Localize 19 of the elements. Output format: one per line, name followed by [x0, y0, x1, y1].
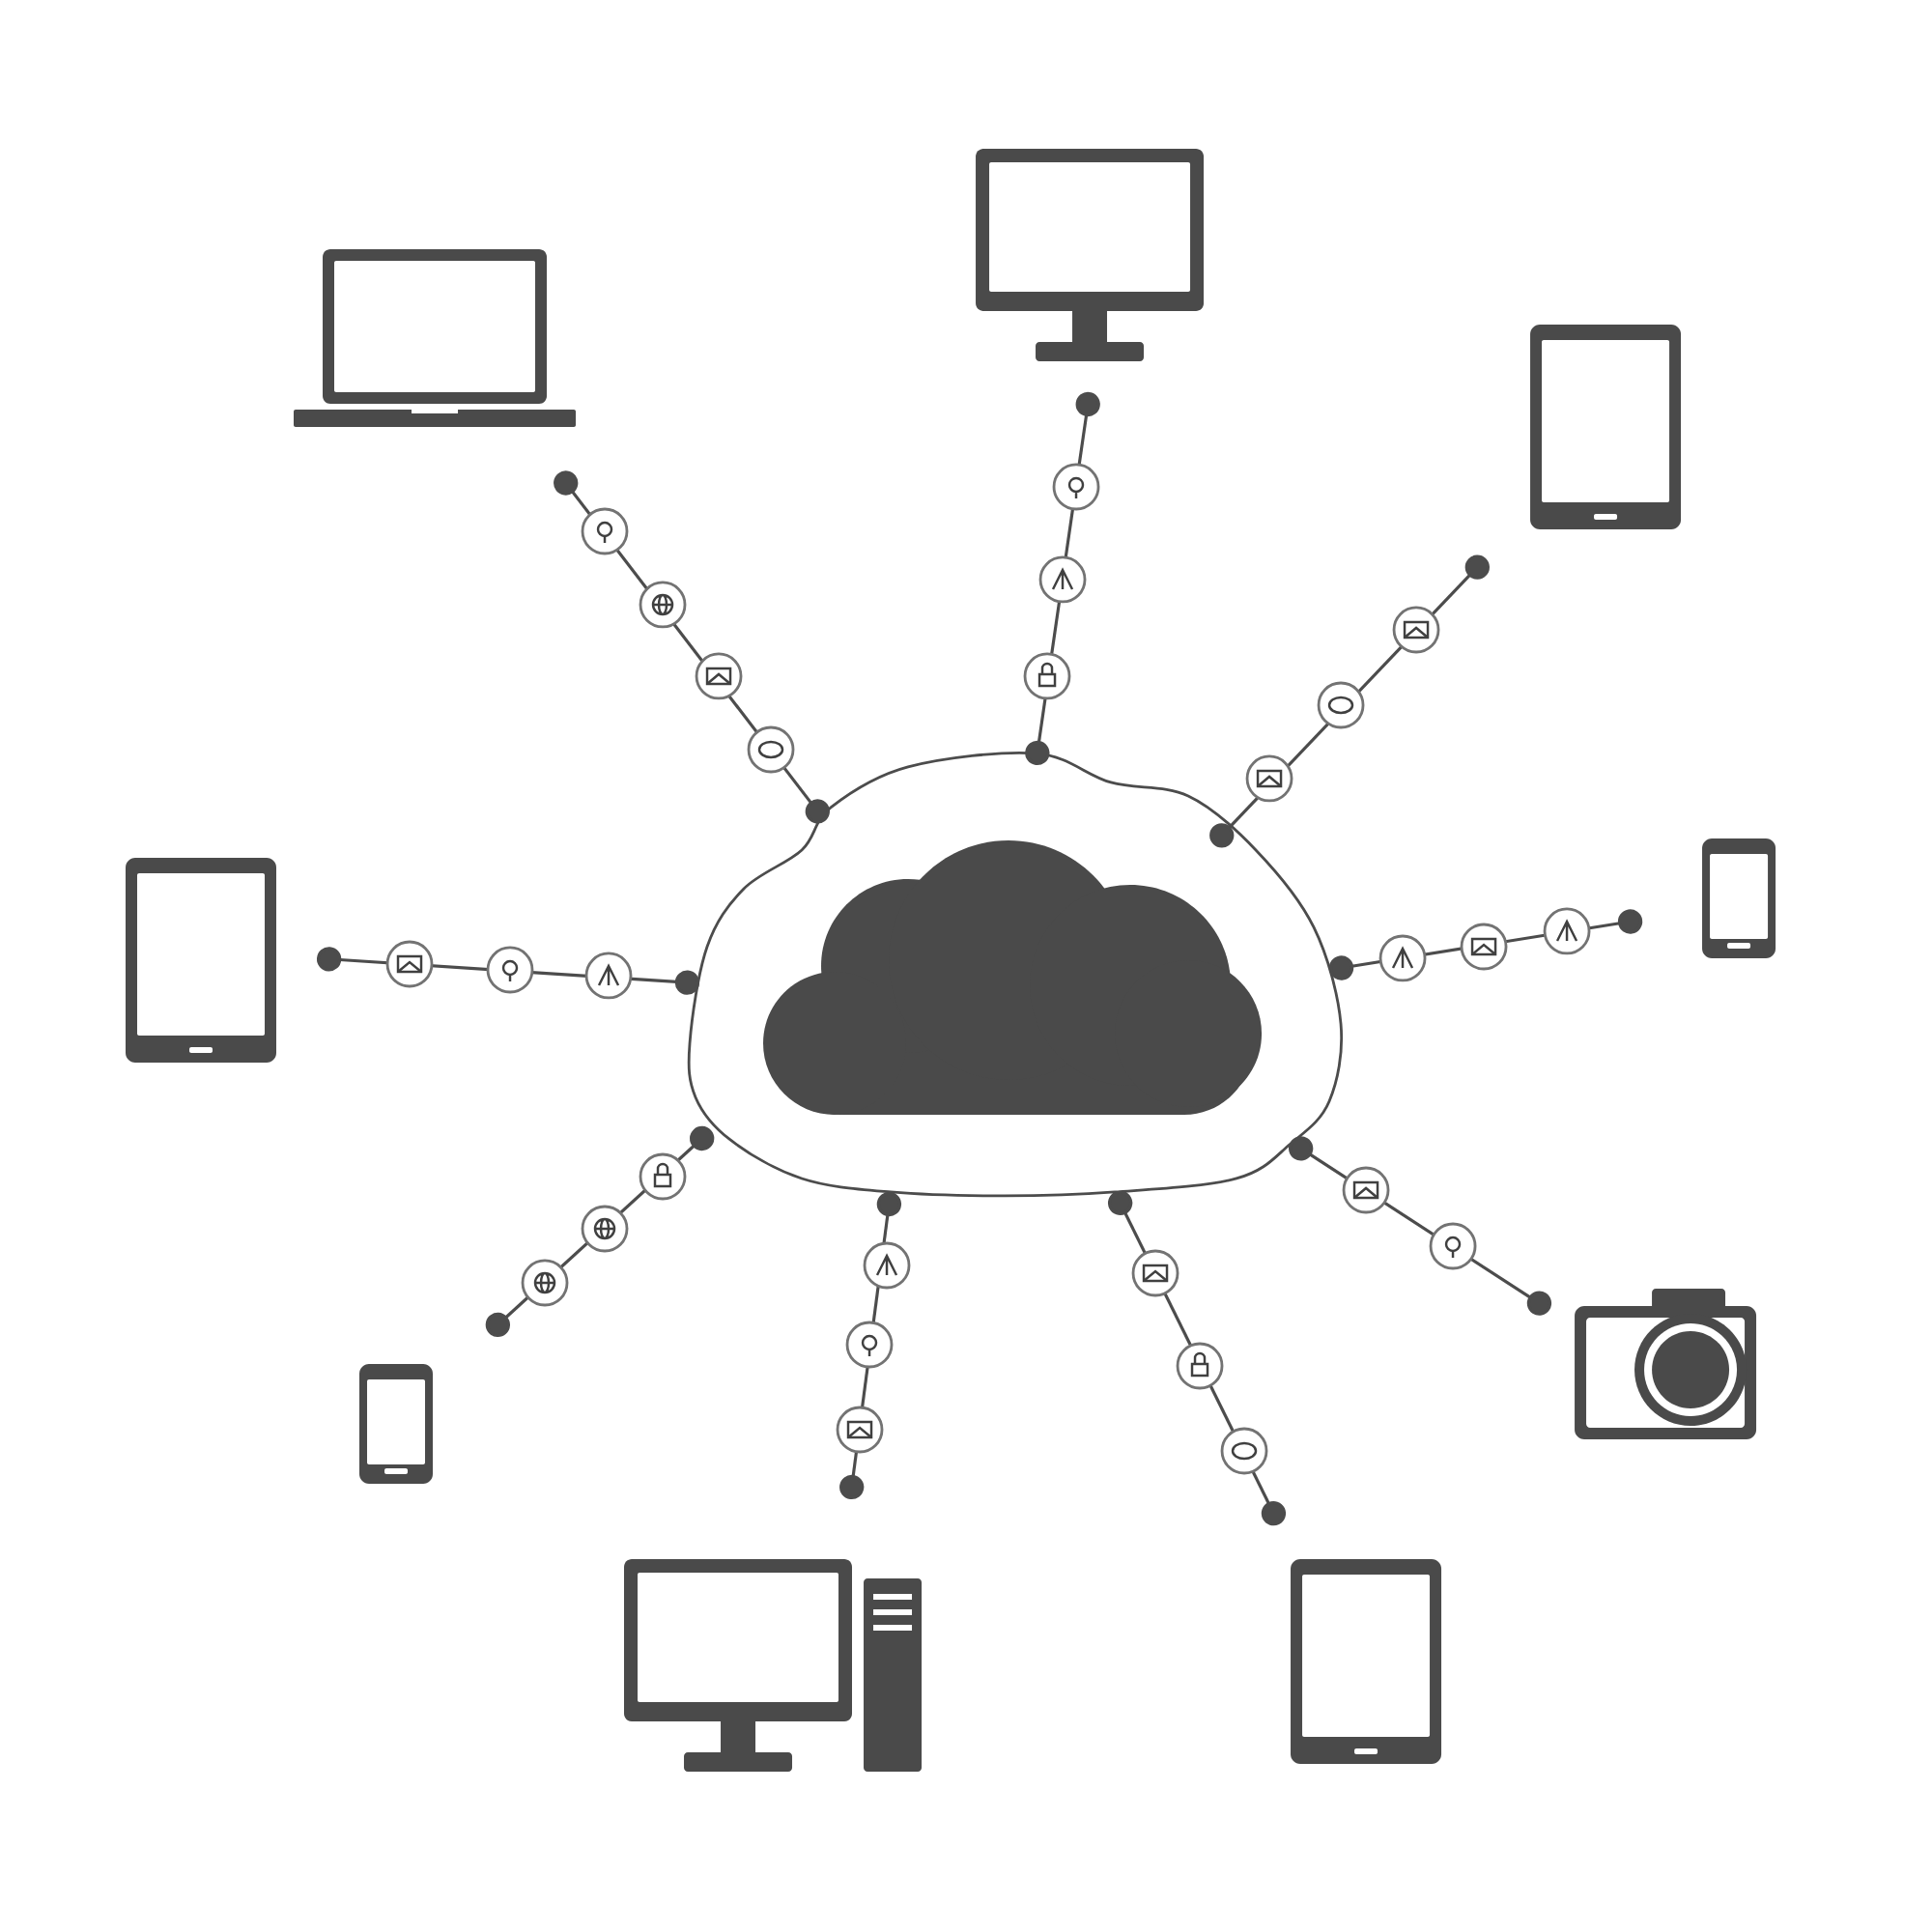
- cloud-drawing: [687, 752, 1344, 1198]
- tablet-drawing: [126, 857, 276, 1063]
- connector-line: [1108, 1190, 1287, 1526]
- connector-line: [317, 947, 699, 995]
- connector-line: [1328, 909, 1643, 980]
- connector-line: [554, 470, 830, 824]
- connector-line: [839, 1191, 902, 1500]
- computer-drawing: [624, 1559, 923, 1772]
- connector-line: [485, 1125, 715, 1338]
- camera-drawing: [1575, 1289, 1757, 1439]
- connector-line: [1209, 554, 1490, 848]
- phone-drawing: [1702, 838, 1776, 958]
- connector-line: [1025, 391, 1100, 766]
- tablet-drawing: [1291, 1559, 1442, 1764]
- laptop-drawing: [294, 248, 576, 427]
- phone-drawing: [359, 1364, 433, 1484]
- tablet-drawing: [1530, 324, 1682, 529]
- monitor-drawing: [976, 148, 1205, 361]
- connector-line: [1289, 1136, 1552, 1316]
